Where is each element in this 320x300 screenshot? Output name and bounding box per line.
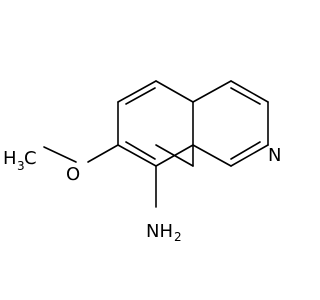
bond-o-ch3 [43, 146, 77, 163]
molecule-diagram: H 3 C O N NH 2 [3, 80, 281, 244]
bond-c4-c3 [230, 80, 269, 103]
bond-c7-o [87, 144, 119, 163]
bond-n2-c1 [230, 144, 269, 167]
bond-c1-n2-double [230, 141, 261, 160]
methyl-label-h: H [3, 148, 17, 169]
bond-c5-c6-double [125, 87, 156, 105]
amine-label-subscript: 2 [174, 230, 182, 244]
bond-c7-c8-double [125, 141, 156, 160]
structure-canvas: H 3 C O N NH 2 [3, 80, 282, 244]
bond-c7-c8 [117, 144, 157, 167]
bond-c1-c8a [192, 144, 232, 167]
methyl-label-c: C [24, 148, 37, 169]
bond-c8-c8a-inner [155, 144, 194, 167]
amine-label: NH [146, 221, 173, 242]
bond-c4a-c5 [155, 80, 194, 103]
bond-c5-c6 [117, 80, 157, 103]
bond-c4-c3-double [230, 87, 261, 105]
ring-nitrogen-label: N [268, 145, 281, 166]
methyl-label-subscript: 3 [17, 159, 25, 173]
bond-c4a-c4 [192, 80, 232, 103]
oxygen-label: O [66, 164, 80, 185]
